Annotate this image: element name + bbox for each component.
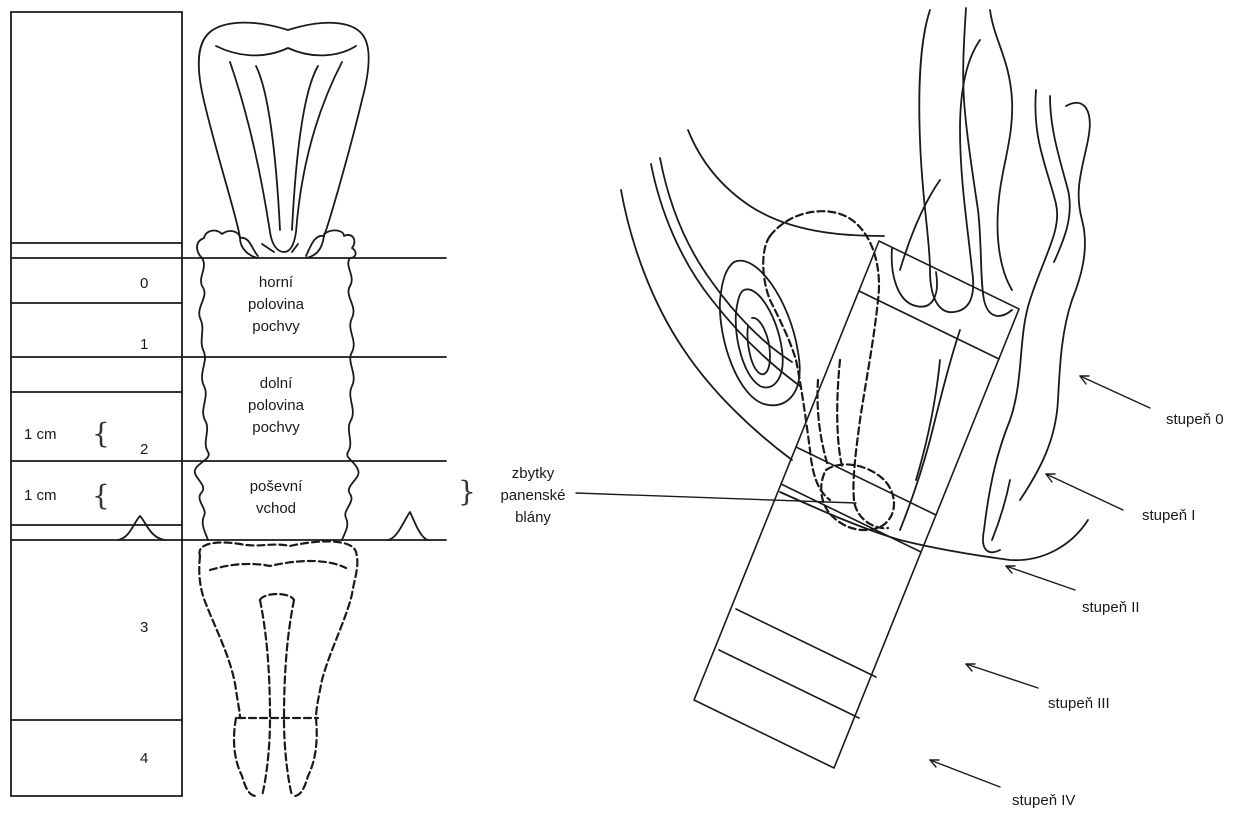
- level-lines: [11, 258, 446, 540]
- introitus-line1: poševní: [236, 477, 316, 496]
- level-4-label: 4: [140, 749, 148, 768]
- upper-region-line1: horní: [236, 273, 316, 292]
- scale-1cm-lower: 1 cm: [24, 486, 57, 505]
- brace-upper: {: [92, 420, 110, 448]
- level-0-label: 0: [140, 274, 148, 293]
- hymen-bump-right: [388, 512, 428, 540]
- stage-0-label: stupeň 0: [1166, 410, 1224, 429]
- brace-lower: {: [92, 482, 110, 510]
- vagina-left-wall: [195, 258, 209, 540]
- hymen-label-line1: zbytky: [488, 464, 578, 483]
- prolapse-outline-dashed: [763, 211, 894, 530]
- lower-region-line2: polovina: [236, 396, 316, 415]
- scale-column: [11, 12, 182, 796]
- lower-region-line1: dolní: [236, 374, 316, 393]
- hymen-bump-left: [118, 516, 165, 540]
- hymen-leader-line: [576, 493, 856, 503]
- lower-region-line3: pochvy: [236, 418, 316, 437]
- introitus-line2: vchod: [236, 499, 316, 518]
- hymen-label-line2: panenské: [488, 486, 578, 505]
- stage-1-label: stupeň I: [1142, 506, 1195, 525]
- stage-3-label: stupeň III: [1048, 694, 1110, 713]
- uterus-upper: [199, 23, 369, 258]
- stage-2-label: stupeň II: [1082, 598, 1140, 617]
- stage-arrows: [930, 376, 1150, 787]
- level-1-label: 1: [140, 335, 148, 354]
- level-3-label: 3: [140, 618, 148, 637]
- vagina-right-wall: [342, 258, 359, 540]
- scale-1cm-upper: 1 cm: [24, 425, 57, 444]
- prolapsed-uterus-dashed: [199, 541, 357, 796]
- upper-region-line3: pochvy: [236, 317, 316, 336]
- pelvic-organs-outline: [621, 8, 1090, 560]
- hymen-label-line3: blány: [488, 508, 578, 527]
- level-2-label: 2: [140, 440, 148, 459]
- cervix-ruffle: [197, 230, 356, 258]
- upper-region-line2: polovina: [236, 295, 316, 314]
- hymen-brace: }: [458, 478, 476, 506]
- stage-4-label: stupeň IV: [1012, 791, 1075, 810]
